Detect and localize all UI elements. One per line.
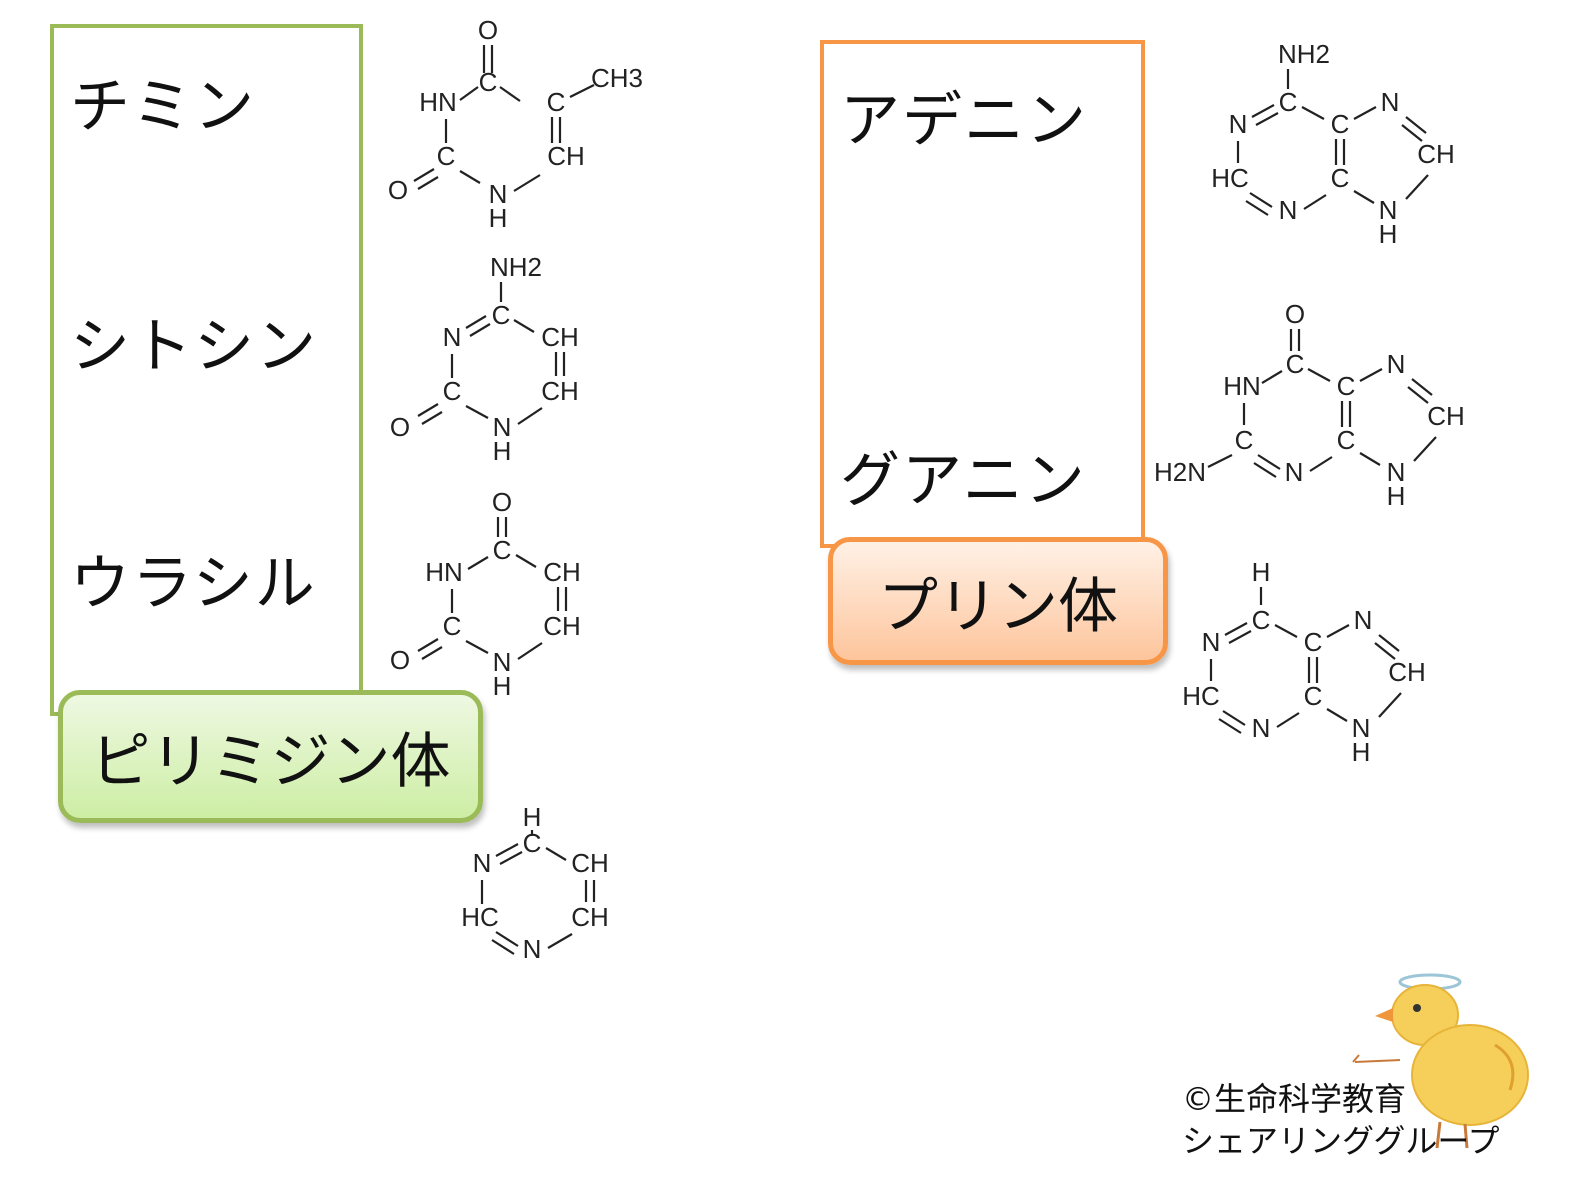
svg-text:N: N [1252,713,1271,743]
svg-text:C: C [1331,109,1350,139]
svg-text:NH2: NH2 [1278,39,1330,69]
svg-text:C: C [437,141,456,171]
copyright-credit: ©生命科学教育 シェアリンググループ [1182,1078,1499,1162]
svg-text:CH: CH [1417,139,1455,169]
svg-text:CH: CH [571,902,609,932]
svg-text:CH: CH [571,848,609,878]
svg-text:CH: CH [547,141,585,171]
svg-text:CH: CH [541,376,579,406]
svg-text:CH: CH [543,611,581,641]
svg-text:N: N [1387,457,1406,487]
svg-text:HN: HN [419,87,457,117]
svg-text:CH: CH [543,557,581,587]
pyrimidine-structure: H C N CH CH HC N [461,802,609,964]
uracil-structure: O C HN CH CH C O N H [390,487,581,701]
svg-text:N: N [443,322,462,352]
svg-text:C: C [443,611,462,641]
svg-text:NH2: NH2 [490,252,542,282]
svg-text:H: H [523,802,542,832]
svg-text:N: N [489,179,508,209]
base-name-uracil: ウラシル [70,549,317,619]
svg-text:C: C [1304,627,1323,657]
svg-text:O: O [478,15,498,45]
svg-text:O: O [388,175,408,205]
svg-text:N: N [1202,627,1221,657]
svg-text:O: O [390,645,410,675]
svg-text:H: H [1379,219,1398,249]
cytosine-structure: NH2 C N CH CH C O N H [390,252,579,466]
thymine-structure: O C HN C CH3 CH C O N H [388,15,643,233]
svg-text:CH3: CH3 [591,63,643,93]
svg-text:N: N [523,934,542,964]
svg-text:CH: CH [1388,657,1426,687]
svg-text:C: C [443,376,462,406]
svg-text:C: C [1286,349,1305,379]
base-name-cytosine: シトシン [70,312,318,382]
adenine-structure: NH2 C N C N CH C HC N N H [1211,39,1455,249]
svg-text:C: C [479,67,498,97]
base-name-guanine: グアニン [840,446,1087,516]
pyrimidine-label: ピリミジン体 [58,690,483,823]
svg-text:C: C [493,535,512,565]
svg-text:N: N [493,647,512,677]
svg-text:N: N [493,412,512,442]
svg-text:H2N: H2N [1154,457,1206,487]
credit-line-2: シェアリンググループ [1182,1122,1500,1160]
svg-text:N: N [1381,87,1400,117]
svg-text:C: C [492,300,511,330]
svg-text:H: H [1252,557,1271,587]
svg-text:H: H [1387,481,1406,511]
svg-text:C: C [1252,605,1271,635]
svg-text:N: N [1379,195,1398,225]
svg-text:CH: CH [541,322,579,352]
svg-text:N: N [1352,713,1371,743]
purine-label: プリン体 [828,537,1168,665]
svg-text:HN: HN [425,557,463,587]
svg-text:O: O [390,412,410,442]
svg-text:H: H [493,671,512,701]
svg-text:C: C [1304,681,1323,711]
svg-text:N: N [1354,605,1373,635]
svg-text:O: O [1285,299,1305,329]
svg-text:C: C [1337,425,1356,455]
svg-text:HC: HC [461,902,499,932]
credit-line-1: ©生命科学教育 [1182,1080,1407,1118]
svg-text:HC: HC [1182,681,1220,711]
svg-text:C: C [1235,425,1254,455]
svg-text:O: O [492,487,512,517]
svg-text:N: N [1285,457,1304,487]
base-name-adenine: アデニン [840,86,1088,156]
svg-text:N: N [1279,195,1298,225]
svg-text:C: C [547,87,566,117]
svg-text:CH: CH [1427,401,1465,431]
svg-text:N: N [1387,349,1406,379]
guanine-structure: O C HN C N CH C C H2N N N H [1154,299,1465,511]
svg-text:H: H [489,203,508,233]
svg-text:N: N [1229,109,1248,139]
chick-icon [1352,973,1529,1149]
svg-text:C: C [523,828,542,858]
svg-text:C: C [1331,163,1350,193]
base-name-thymine: チミン [70,72,256,142]
svg-text:N: N [473,848,492,878]
svg-text:HN: HN [1223,371,1261,401]
purine-structure: H C N C N CH C HC N N H [1182,557,1426,767]
svg-text:HC: HC [1211,163,1249,193]
svg-text:C: C [1337,371,1356,401]
svg-text:H: H [1352,737,1371,767]
svg-text:H: H [493,436,512,466]
svg-text:C: C [1279,87,1298,117]
